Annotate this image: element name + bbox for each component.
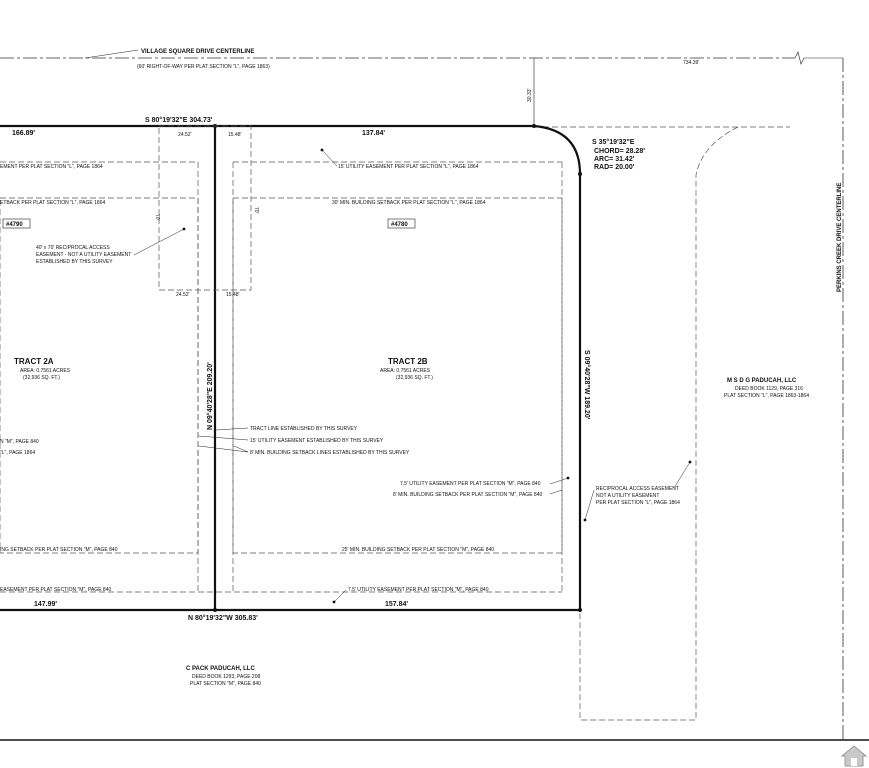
access-top-right-dim: 15.48' bbox=[228, 132, 242, 138]
tract-2a-sqft: (32,936 SQ. FT.) bbox=[23, 375, 60, 381]
east-bearing-label: S 09°40'28"W 189.20' bbox=[583, 350, 591, 420]
tract-2a-name: TRACT 2A bbox=[14, 357, 54, 366]
note-access-line-3: ESTABLISHED BY THIS SURVEY bbox=[36, 259, 113, 265]
owner-cpack-deed: DEED BOOK 1293, PAGE 208 bbox=[192, 674, 260, 680]
road-leader bbox=[84, 49, 139, 59]
access-depth-left-dim: 70' bbox=[154, 214, 160, 221]
note-setback-30: 30' MIN. BUILDING SETBACK PER PLAT SECTI… bbox=[332, 200, 486, 206]
owner-cpack-name: C PACK PADUCAH, LLC bbox=[186, 666, 255, 672]
home-icon bbox=[840, 745, 868, 767]
road-distance-label: 734.39' bbox=[683, 60, 699, 66]
note-tract-line: TRACT LINE ESTABLISHED BY THIS SURVEY bbox=[250, 426, 358, 432]
south-right-distance: 157.84' bbox=[385, 601, 408, 608]
road-offset-label: 30.33' bbox=[527, 88, 533, 102]
break-symbol bbox=[794, 51, 843, 65]
owner-cpack-plat: PLAT SECTION "M", PAGE 840 bbox=[190, 681, 261, 687]
leader-recip bbox=[584, 489, 595, 521]
note-utility-75-m: 7.5' UTILITY EASEMENT PER PLAT SECTION "… bbox=[400, 481, 541, 487]
note-utility-15-plat-l: 15' UTILITY EASEMENT PER PLAT SECTION "L… bbox=[338, 164, 479, 170]
leader-utility-75-m bbox=[549, 477, 569, 485]
leader-dot-access bbox=[182, 227, 186, 231]
leader-dot-utility-75-bottom bbox=[332, 600, 336, 604]
leader-utility-15 bbox=[321, 149, 338, 167]
north-bearing-label: S 80°19'32"E 304.73' bbox=[145, 116, 213, 124]
note-left-l: "L", PAGE 1864 bbox=[0, 450, 35, 456]
corner-pin-mid-bottom bbox=[213, 608, 217, 612]
north-left-distance: 166.89' bbox=[12, 130, 35, 137]
owner-msdg-deed: DEED BOOK 1129, PAGE 316 bbox=[735, 386, 803, 392]
leader-dot-recip bbox=[583, 518, 587, 522]
leader-setback-8-m bbox=[549, 489, 563, 495]
curve-corner bbox=[533, 124, 582, 175]
note-left-utility: EMENT PER PLAT SECTION "L", PAGE 1864 bbox=[0, 164, 103, 170]
access-bottom-left-dim: 24.52' bbox=[176, 292, 190, 298]
south-bearing-label: N 80°19'32"W 305.83' bbox=[188, 614, 258, 622]
tract-2b-name: TRACT 2B bbox=[388, 357, 428, 366]
road-name-label: VILLAGE SQUARE DRIVE CENTERLINE bbox=[141, 49, 254, 55]
note-recip-line-1: RECIPROCAL ACCESS EASEMENT bbox=[596, 486, 679, 492]
note-left-setback-m: ING SETBACK PER PLAT SECTION "M", PAGE 8… bbox=[0, 547, 118, 553]
corner-pin-nw bbox=[532, 124, 536, 128]
note-left-setback: ETBACK PER PLAT SECTION "L", PAGE 1864 bbox=[0, 200, 105, 206]
leader-access bbox=[133, 228, 185, 256]
note-setback-25-m: 25' MIN. BUILDING SETBACK PER PLAT SECTI… bbox=[342, 547, 494, 553]
address-2b: #4780 bbox=[391, 222, 408, 228]
leader-utility-survey bbox=[198, 435, 249, 441]
access-bottom-right-dim: 15.48' bbox=[226, 292, 240, 298]
note-setback-8-survey: 8' MIN. BUILDING SETBACK LINES ESTABLISH… bbox=[250, 450, 410, 456]
address-box-2b bbox=[387, 218, 416, 229]
leader-recip-b bbox=[673, 461, 691, 489]
access-depth-right-dim: 70' bbox=[253, 207, 259, 214]
note-access-line-1: 40' x 70' RECIPROCAL ACCESS bbox=[36, 245, 110, 251]
owner-msdg-name: M S D G PADUCAH, LLC bbox=[727, 378, 797, 384]
setback-box-tract-2b bbox=[232, 197, 563, 554]
leader-dot-utility-15 bbox=[320, 148, 324, 152]
curve-radius: RAD= 20.00' bbox=[594, 164, 635, 171]
corner-pin-se bbox=[578, 608, 582, 612]
corner-pin-curve bbox=[578, 172, 582, 176]
perkins-road-label: PERKINS CREEK DRIVE CENTERLINE bbox=[837, 183, 843, 292]
address-box-2a bbox=[2, 218, 31, 229]
north-right-distance: 137.84' bbox=[362, 130, 385, 137]
owner-msdg-plat: PLAT SECTION "L", PAGE 1863-1864 bbox=[724, 393, 809, 399]
note-left-m: N "M", PAGE 840 bbox=[0, 439, 39, 445]
leader-setback-survey-b bbox=[233, 445, 249, 453]
note-recip-line-3: PER PLAT SECTION "L", PAGE 1864 bbox=[596, 500, 680, 506]
leader-dot-recip-b bbox=[688, 460, 692, 464]
tract-2b-sqft: (32,936 SQ. FT.) bbox=[396, 375, 433, 381]
note-access-line-2: EASEMENT - NOT A UTILITY EASEMENT bbox=[36, 252, 131, 258]
setback-box-tract-2a bbox=[0, 197, 199, 554]
leader-dot-utility-75-m bbox=[566, 476, 570, 480]
curve-chord: CHORD= 28.28' bbox=[594, 148, 645, 155]
note-recip-line-2: NOT A UTILITY EASEMENT bbox=[596, 493, 659, 499]
note-utility-15-survey: 15' UTILITY EASEMENT ESTABLISHED BY THIS… bbox=[250, 438, 384, 444]
reciprocal-easement-boundary bbox=[579, 126, 739, 721]
curve-arc: ARC= 31.42' bbox=[594, 156, 635, 163]
leader-setback-survey-a bbox=[198, 445, 249, 453]
middle-bearing-label: N 09°40'28"E 209.20' bbox=[206, 362, 214, 430]
road-row-label: (60' RIGHT-OF-WAY PER PLAT SECTION "L", … bbox=[137, 64, 270, 70]
note-utility-75-m-bottom: 7.5' UTILITY EASEMENT PER PLAT SECTION "… bbox=[348, 587, 489, 593]
note-setback-8-m: 8' MIN. BUILDING SETBACK PER PLAT SECTIO… bbox=[393, 492, 542, 498]
address-2a: #4790 bbox=[6, 222, 23, 228]
tract-2b-area: AREA: 0.7561 ACRES bbox=[380, 368, 431, 374]
leader-utility-75-bottom bbox=[333, 589, 347, 603]
access-top-left-dim: 24.52' bbox=[178, 132, 192, 138]
access-easement-box bbox=[158, 125, 252, 291]
note-left-easement-m: EASEMENT PER PLAT SECTION "M", PAGE 840 bbox=[0, 587, 111, 593]
tract-2a-area: AREA: 0.7561 ACRES bbox=[20, 368, 71, 374]
leader-tract-line bbox=[215, 427, 249, 431]
curve-bearing: S 35°19'32"E bbox=[592, 138, 635, 146]
south-left-distance: 147.99' bbox=[34, 601, 57, 608]
